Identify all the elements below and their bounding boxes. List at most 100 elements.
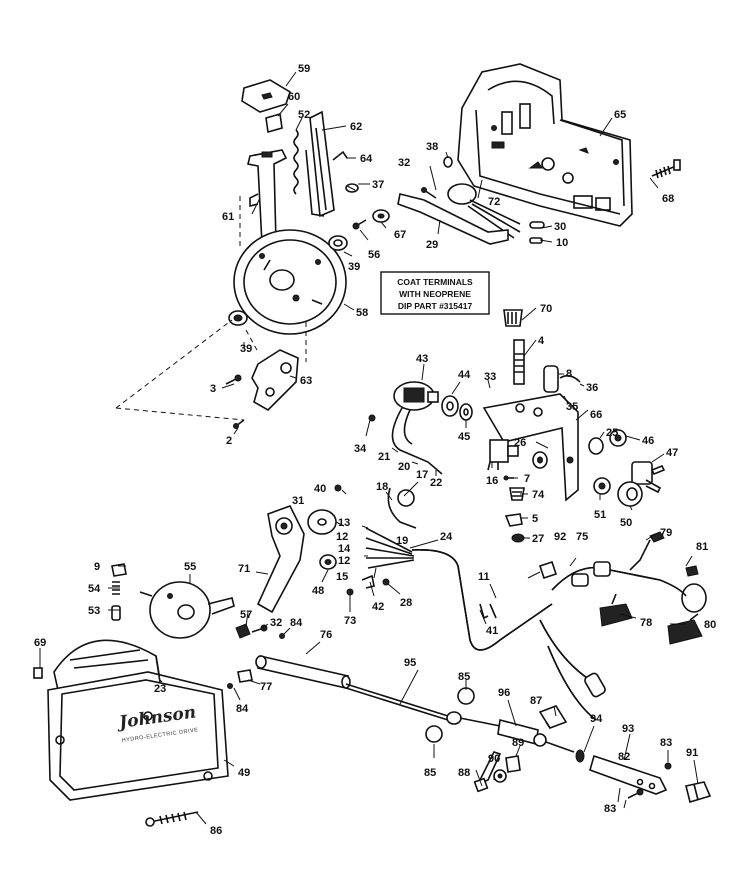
label-63: 63: [300, 375, 312, 387]
label-70: 70: [540, 303, 552, 315]
label-57: 57: [240, 609, 252, 621]
part-38-plug: [443, 156, 453, 168]
part-62-bracket: [305, 110, 335, 218]
part-57-clip: [235, 623, 251, 639]
part-49-cover: Johnson HYDRO-ELECTRIC DRIVE: [47, 639, 229, 801]
label-47: 47: [666, 447, 678, 459]
label-92: 92: [554, 531, 566, 543]
part-25-washer: [588, 437, 604, 455]
part-59-knob: [241, 79, 291, 113]
part-17-18-19-plug: [387, 487, 417, 529]
label-33: 33: [484, 371, 496, 383]
part-9-clip: [111, 563, 127, 577]
label-56: 56: [368, 249, 380, 261]
part-26-nut: [532, 451, 548, 469]
label-52: 52: [298, 109, 310, 121]
part-94-nut: [575, 749, 585, 763]
part-51-nut: [593, 477, 611, 495]
label-27: 27: [532, 533, 544, 545]
part-89-clip: [505, 755, 521, 773]
label-68: 68: [662, 193, 674, 205]
label-85-lower: 85: [424, 767, 436, 779]
label-44: 44: [458, 369, 471, 381]
label-39-lower: 39: [240, 343, 252, 355]
label-12-b: 12: [338, 555, 350, 567]
label-60: 60: [288, 91, 300, 103]
part-93-rod: [589, 754, 668, 795]
part-80-connector: [667, 613, 703, 645]
part-24-11-harness: [411, 549, 553, 651]
part-86-screw: [145, 811, 199, 827]
part-4-shaft: [513, 339, 525, 385]
part-65-housing: [457, 63, 633, 227]
label-32-upper: 32: [398, 157, 410, 169]
label-94: 94: [590, 713, 603, 725]
label-91: 91: [686, 747, 698, 759]
label-93: 93: [622, 723, 634, 735]
part-32-screw-lower: [251, 624, 268, 633]
part-40-screw: [334, 484, 342, 492]
part-44-nut: [441, 395, 459, 417]
connector-rod-center: [446, 711, 501, 727]
part-60-clip: [265, 112, 283, 134]
label-26: 26: [514, 437, 526, 449]
part-90-washer: [493, 769, 507, 783]
part-70-knob: [503, 309, 523, 327]
label-76: 76: [320, 629, 332, 641]
label-18: 18: [376, 481, 388, 493]
label-46: 46: [642, 435, 654, 447]
label-34: 34: [354, 443, 367, 455]
label-21: 21: [378, 451, 390, 463]
label-4: 4: [538, 335, 545, 347]
label-62: 62: [350, 121, 362, 133]
label-84-lower: 84: [236, 703, 249, 715]
part-78-connector: [599, 593, 633, 627]
part-39-nut-left: [228, 310, 248, 326]
part-46-nut: [609, 429, 627, 447]
label-90: 90: [488, 753, 500, 765]
part-41-clip: [479, 603, 497, 620]
note-box: COAT TERMINALS WITH NEOPRENE DIP PART #3…: [380, 271, 490, 315]
label-2: 2: [226, 435, 232, 447]
label-65: 65: [614, 109, 626, 121]
label-73: 73: [344, 615, 356, 627]
part-23-bracket: [155, 655, 161, 683]
label-17: 17: [416, 469, 428, 481]
part-30-pin: [529, 221, 545, 229]
part-72-switch: [447, 183, 521, 239]
label-78: 78: [640, 617, 652, 629]
label-66: 66: [590, 409, 602, 421]
label-29: 29: [426, 239, 438, 251]
label-59: 59: [298, 63, 310, 75]
label-89: 89: [512, 737, 524, 749]
part-21-20-22-wires: [391, 407, 443, 475]
note-line-1: COAT TERMINALS: [397, 277, 473, 287]
part-5-block: [504, 513, 523, 527]
label-67: 67: [394, 229, 406, 241]
part-39-washer-top: [328, 235, 348, 251]
part-88-bolt: [473, 751, 502, 793]
label-96: 96: [498, 687, 510, 699]
part-48-nut: [319, 554, 337, 570]
part-42-clip: [361, 574, 375, 589]
part-84-screw-lower: [227, 683, 233, 689]
label-5: 5: [532, 513, 538, 525]
label-51: 51: [594, 509, 606, 521]
part-82-83-screw-lower: [627, 788, 644, 799]
label-61: 61: [222, 211, 234, 223]
label-23: 23: [154, 683, 166, 695]
label-45: 45: [458, 431, 470, 443]
part-61-lever-arm: [247, 149, 288, 245]
label-83-upper: 83: [660, 737, 672, 749]
part-67-washer: [372, 209, 390, 223]
label-13: 13: [338, 517, 350, 529]
label-19: 19: [396, 535, 408, 547]
part-96-ferrule: [497, 718, 575, 753]
label-38: 38: [426, 141, 438, 153]
label-87: 87: [530, 695, 542, 707]
part-77-clip: [237, 669, 253, 683]
part-95-cable: [345, 683, 449, 721]
label-50: 50: [620, 517, 632, 529]
label-80: 80: [704, 619, 716, 631]
